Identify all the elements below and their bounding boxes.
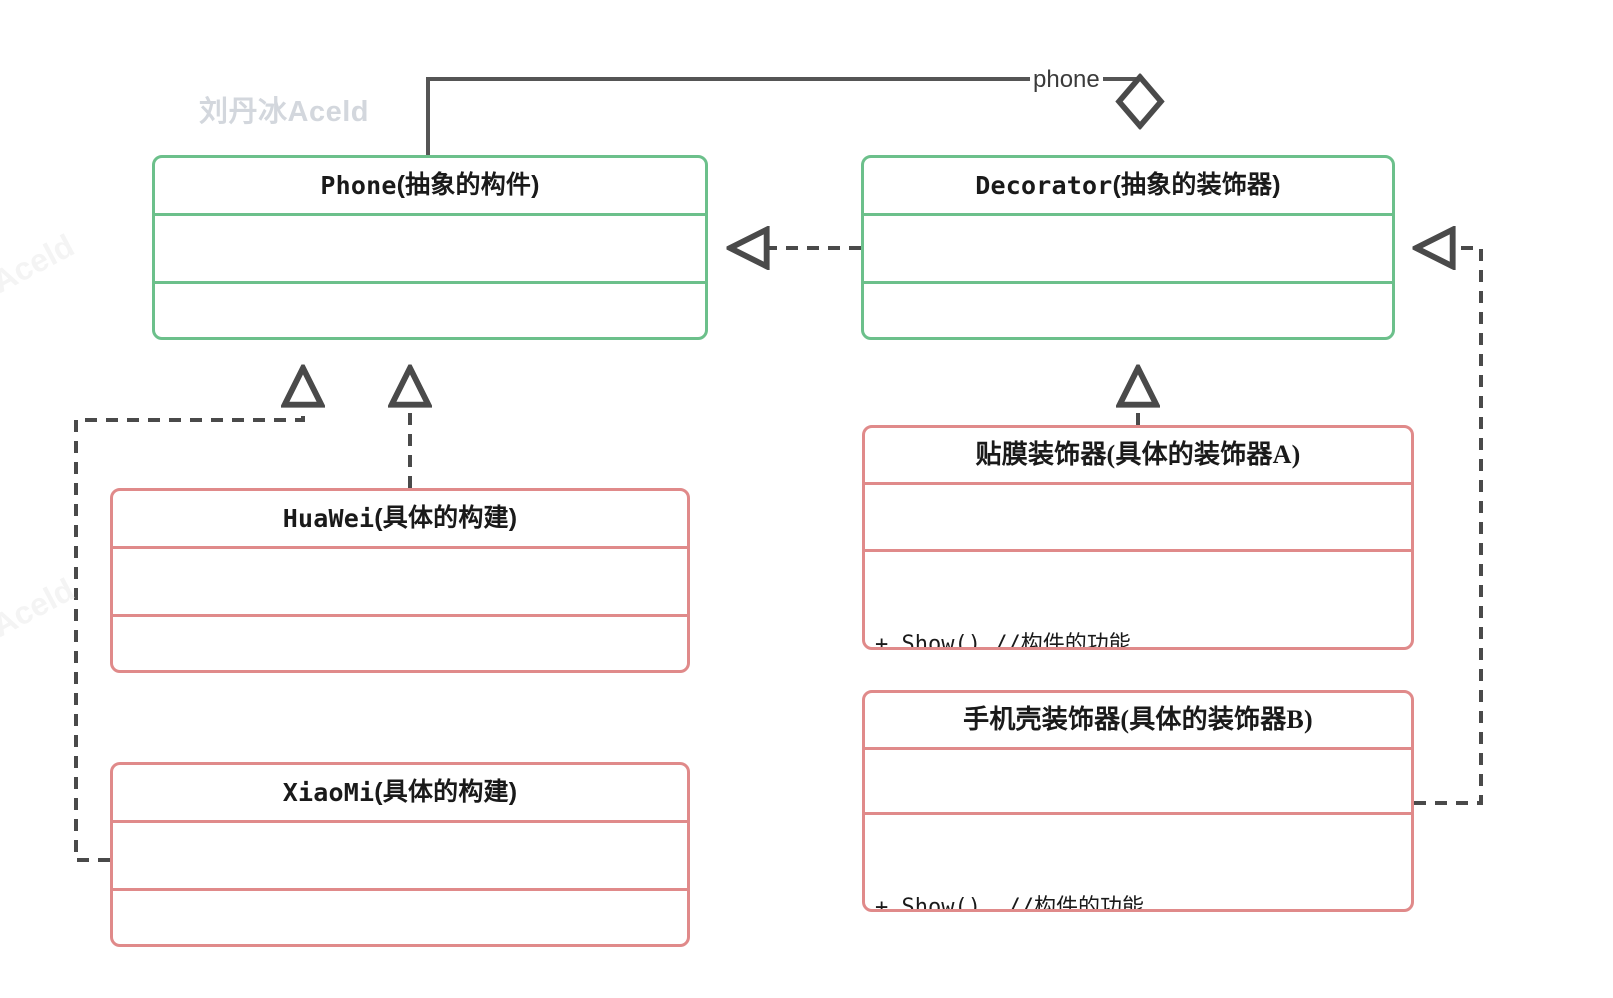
class-attributes-phone <box>155 216 705 281</box>
class-operations-decorator: + Show() //构件的功能 <box>864 284 1392 337</box>
class-attributes-film-decorator <box>865 485 1411 549</box>
class-name-decorator: Decorator <box>975 170 1113 200</box>
class-title-decorator: Decorator(抽象的装饰器) <box>864 158 1392 213</box>
class-attributes-huawei <box>113 549 687 614</box>
class-title-case-decorator: 手机壳装饰器(具体的装饰器B) <box>865 693 1411 747</box>
edge-label-phone: phone <box>1030 66 1103 94</box>
watermark-author: 刘丹冰Aceld <box>199 96 369 128</box>
class-name-phone: Phone <box>320 170 397 200</box>
edge-realization-case-decorator <box>1414 248 1483 805</box>
class-box-decorator[interactable]: Decorator(抽象的装饰器) + Show() //构件的功能 <box>861 155 1395 340</box>
class-note-xiaomi: (具体的构建) <box>374 777 518 806</box>
divider <box>155 281 705 284</box>
class-attributes-case-decorator <box>865 750 1411 812</box>
class-title-phone: Phone(抽象的构件) <box>155 158 705 213</box>
divider <box>865 747 1411 750</box>
class-box-xiaomi[interactable]: XiaoMi(具体的构建) + Show() //构件的功能 <box>110 762 690 947</box>
operation-row: + Show() //构件的功能 <box>875 631 1131 650</box>
operation-row: + Show() //构件的功能 <box>875 894 1144 912</box>
divider <box>864 281 1392 284</box>
class-operations-film-decorator: + Show() //构件的功能 + 贴膜() //装饰的额外功能 <box>865 552 1411 647</box>
divider <box>155 213 705 216</box>
watermark-faint-mid: Aceld <box>0 571 80 644</box>
class-box-case-decorator[interactable]: 手机壳装饰器(具体的装饰器B) + Show() //构件的功能 + 手机壳()… <box>862 690 1414 912</box>
class-name-xiaomi: XiaoMi <box>282 777 375 807</box>
class-note-huawei: (具体的构建) <box>374 503 518 532</box>
class-operations-phone: + Show() //构件的功能 <box>155 284 705 337</box>
divider <box>113 546 687 549</box>
class-attributes-xiaomi <box>113 823 687 888</box>
divider <box>865 482 1411 485</box>
divider <box>865 549 1411 552</box>
class-operations-huawei: + Show() //构件的功能 <box>113 617 687 670</box>
class-operations-xiaomi: + Show() //构件的功能 <box>113 891 687 944</box>
class-box-huawei[interactable]: HuaWei(具体的构建) + Show() //构件的功能 <box>110 488 690 673</box>
class-title-huawei: HuaWei(具体的构建) <box>113 491 687 546</box>
class-name-huawei: HuaWei <box>282 503 375 533</box>
class-title-xiaomi: XiaoMi(具体的构建) <box>113 765 687 820</box>
class-attributes-decorator <box>864 216 1392 281</box>
divider <box>865 812 1411 815</box>
divider <box>113 820 687 823</box>
class-note-decorator: (抽象的装饰器) <box>1112 170 1281 199</box>
divider <box>113 614 687 617</box>
divider <box>113 888 687 891</box>
class-box-film-decorator[interactable]: 贴膜装饰器(具体的装饰器A) + Show() //构件的功能 + 贴膜() /… <box>862 425 1414 650</box>
class-note-case-decorator: 手机壳装饰器(具体的装饰器B) <box>963 704 1313 734</box>
class-note-film-decorator: 贴膜装饰器(具体的装饰器A) <box>975 439 1301 469</box>
class-title-film-decorator: 贴膜装饰器(具体的装饰器A) <box>865 428 1411 482</box>
class-note-phone: (抽象的构件) <box>396 170 540 199</box>
watermark-faint-top: Aceld <box>0 227 80 300</box>
class-operations-case-decorator: + Show() //构件的功能 + 手机壳() //装饰的额外功能 <box>865 815 1411 909</box>
class-box-phone[interactable]: Phone(抽象的构件) + Show() //构件的功能 <box>152 155 708 340</box>
divider <box>864 213 1392 216</box>
